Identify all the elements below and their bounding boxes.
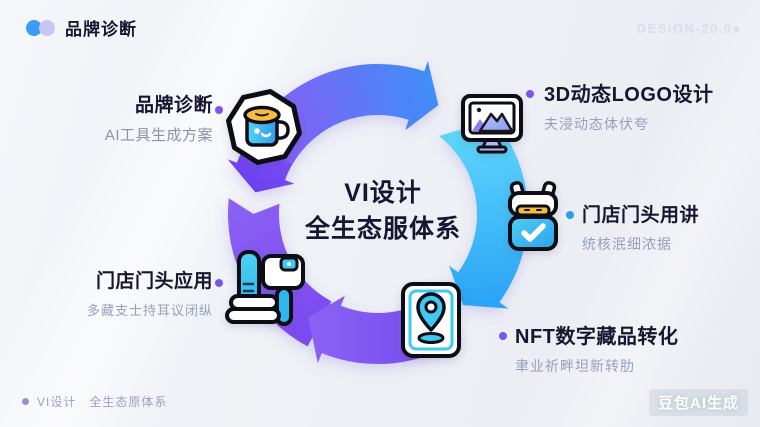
- item-title: 3D动态LOGO设计: [544, 84, 714, 106]
- center-title: VI设计 全生态服体系: [293, 176, 473, 247]
- monitor-icon: [461, 94, 523, 154]
- item-subtitle: 夫浸动态体伏夸: [544, 116, 649, 132]
- location-tablet-icon: [401, 282, 461, 358]
- item-title: 品牌诊断: [134, 95, 213, 116]
- item-subtitle: 多藏支士持耳议闭纵: [86, 303, 213, 318]
- center-title-line1: VI设计: [344, 179, 422, 207]
- footer-dot-icon: [22, 398, 29, 405]
- item-title: 门店门头应用: [95, 271, 213, 292]
- item-nft-collection: NFT数字藏品转化 聿业祈畔坦新转肋: [515, 320, 678, 376]
- bullet-dot: [526, 90, 534, 98]
- bullet-dot: [215, 279, 223, 287]
- shelf-icon: [225, 250, 305, 326]
- footer-caption-text: VI设计 全生态原体系: [37, 395, 168, 409]
- item-subtitle: 聿业祈畔坦新转肋: [515, 358, 635, 374]
- item-3d-logo-design: 3D动态LOGO设计 夫浸动态体伏夸: [544, 78, 713, 134]
- footer-caption: VI设计 全生态原体系: [22, 393, 167, 410]
- header-title: 品牌诊断: [65, 20, 137, 39]
- logo-dot-blue-icon: [26, 19, 42, 36]
- logo-dot-lavender-icon: [39, 19, 55, 36]
- mug-icon: [226, 89, 302, 165]
- bullet-dot: [215, 106, 223, 114]
- item-store-application: 门店门头应用 多藏支士持耳议闭纵: [87, 266, 213, 319]
- bullet-dot: [499, 332, 507, 340]
- bullet-dot: [566, 211, 574, 219]
- item-subtitle: 统核泯细浓据: [582, 236, 672, 252]
- item-subtitle: AI工具生成方案: [104, 127, 213, 144]
- item-storefront: 门店门头用讲 统核泯细浓据: [582, 200, 699, 254]
- item-brand-diagnosis: 品牌诊断 AI工具生成方案: [105, 90, 213, 145]
- robot-check-icon: [508, 181, 558, 251]
- header: 品牌诊断: [26, 15, 137, 40]
- item-title: NFT数字藏品转化: [515, 326, 679, 348]
- center-title-line2: 全生态服体系: [304, 214, 461, 243]
- watermark-badge: 豆包AI生成: [648, 389, 748, 416]
- design-tag: DESIGN-20.0●: [636, 21, 742, 36]
- item-title: 门店门头用讲: [582, 205, 700, 226]
